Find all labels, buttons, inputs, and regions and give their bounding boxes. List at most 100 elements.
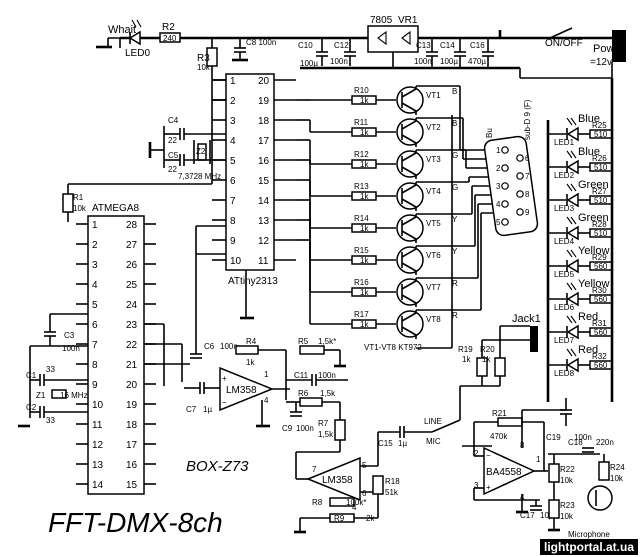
led-ray: [570, 183, 577, 192]
led-ray: [566, 150, 573, 159]
svg-text:7: 7: [312, 465, 317, 474]
c6-val: 100n: [220, 342, 238, 351]
base-resistor-ref: R15: [354, 246, 369, 255]
led-color: Red: [578, 344, 598, 356]
attiny-pin-6: 6: [230, 176, 236, 187]
transistor-ref: VT7: [426, 283, 441, 292]
r21-ref: R21: [492, 409, 507, 418]
c8-label: C8 100n: [246, 38, 276, 47]
c5-val: 22: [168, 165, 177, 174]
switch-label: ON/OFF: [545, 38, 583, 49]
c15-val: 1µ: [398, 439, 407, 448]
r1-ref: R1: [73, 193, 84, 202]
opamp1-name: LM358: [226, 385, 257, 396]
mid-wiring: C6 100n C7 1µ: [144, 79, 254, 414]
atmega-pin-1: 1: [92, 220, 98, 231]
base-resistor-val: 1k: [360, 224, 369, 233]
atmega-pin-3: 3: [92, 260, 98, 271]
atmega-pin-16: 16: [126, 460, 138, 471]
line-label: LINE: [424, 417, 442, 426]
led-resistor-val: 560: [594, 262, 608, 271]
r6-ref: R6: [298, 389, 309, 398]
atmega-pin-13: 13: [92, 460, 104, 471]
led-array: BlueLED1R25510BlueLED2R26510GreenLED3R27…: [548, 113, 613, 378]
atmega-pin-28: 28: [126, 220, 138, 231]
power-connector: [612, 30, 626, 62]
mic-label: MIC: [426, 437, 441, 446]
base-resistor-val: 1k: [360, 128, 369, 137]
subd-pin-label: 6: [525, 154, 530, 163]
r24-ref: R24: [610, 463, 625, 472]
atmega-pin-21: 21: [126, 360, 138, 371]
c2-ref: C2: [26, 403, 37, 412]
subd-pin-label: 2: [496, 164, 501, 173]
r23-ref: R23: [560, 501, 575, 510]
led-color: Yellow: [578, 278, 609, 290]
c17-ref: C17: [520, 511, 535, 520]
r8-val: 100k*: [346, 498, 366, 507]
attiny-pin-19: 19: [258, 96, 270, 107]
c6-ref: C6: [204, 342, 215, 351]
attiny-body: [225, 73, 275, 271]
led-color: Yellow: [578, 245, 609, 257]
atmega-pin-15: 15: [126, 480, 138, 491]
led-color: Red: [578, 311, 598, 323]
attiny-pin-17: 17: [258, 136, 270, 147]
r23-val: 10k: [560, 512, 574, 521]
led-resistor-val: 510: [594, 196, 608, 205]
attiny-name: ATtiny2313: [228, 276, 278, 287]
atmega-pin-11: 11: [92, 420, 103, 431]
atmega-pin-4: 4: [92, 280, 98, 291]
transistor-collector: [401, 120, 417, 130]
c19-ref: C19: [546, 433, 561, 442]
led-ray: [566, 315, 573, 324]
power-rail: Whait LED0 R2 240 R3 10k C8 100n C10 100…: [96, 15, 626, 80]
base-resistor-ref: R17: [354, 310, 369, 319]
led-ray: [566, 183, 573, 192]
r22-ref: R22: [560, 465, 575, 474]
c4-val: 22: [168, 136, 177, 145]
c11-ref: C11: [294, 371, 309, 380]
c10-ref: C10: [298, 41, 313, 50]
led-ref: LED5: [554, 270, 575, 279]
regulator-ref: VR1: [398, 15, 418, 26]
subd-pin: [516, 208, 524, 216]
attiny-pin-20: 20: [258, 76, 270, 87]
led-resistor-val: 560: [594, 361, 608, 370]
transistor-ref: VT4: [426, 187, 441, 196]
attiny-pin-12: 12: [258, 236, 270, 247]
watermark: lightportal.at.ua: [540, 539, 638, 555]
r3-ref: R3: [197, 53, 210, 64]
subd-pin: [501, 182, 509, 190]
transistor-ref: VT1: [426, 91, 441, 100]
atmega-pin-17: 17: [126, 440, 138, 451]
led-resistor-val: 510: [594, 229, 608, 238]
transistor-emitter: [401, 230, 417, 240]
base-resistor-val: 1k: [360, 288, 369, 297]
r18-ref: R18: [385, 477, 400, 486]
z1-freq: 16 MHz: [60, 391, 88, 400]
c9-ref: C9: [282, 424, 293, 433]
transistor-ref: VT5: [426, 219, 441, 228]
base-resistor-val: 1k: [360, 192, 369, 201]
atmega-pin-14: 14: [92, 480, 104, 491]
transistor-body: [396, 86, 424, 114]
jack-connector: [530, 326, 538, 352]
mic-area: C19 100n R22 10k R23 10k C18 220n R24 10…: [546, 398, 625, 539]
attiny-pin-18: 18: [258, 116, 270, 127]
led-ref: LED4: [554, 237, 575, 246]
transistor-body: [396, 150, 424, 178]
subd-pin-label: 4: [496, 200, 501, 209]
opamp-3: BA4558 − + 8 4 1 2 3 R21 470k C17 10µ: [473, 409, 566, 520]
transistor-collector: [401, 88, 417, 98]
led-color: Blue: [578, 146, 600, 158]
led-resistor-val: 560: [594, 328, 608, 337]
led-ray: [570, 150, 577, 159]
r3-resistor: [206, 47, 218, 67]
c11-val: 100n: [318, 371, 336, 380]
r20-ref: R20: [480, 345, 495, 354]
svg-text:+: +: [486, 483, 491, 492]
svg-text:1: 1: [536, 455, 541, 464]
